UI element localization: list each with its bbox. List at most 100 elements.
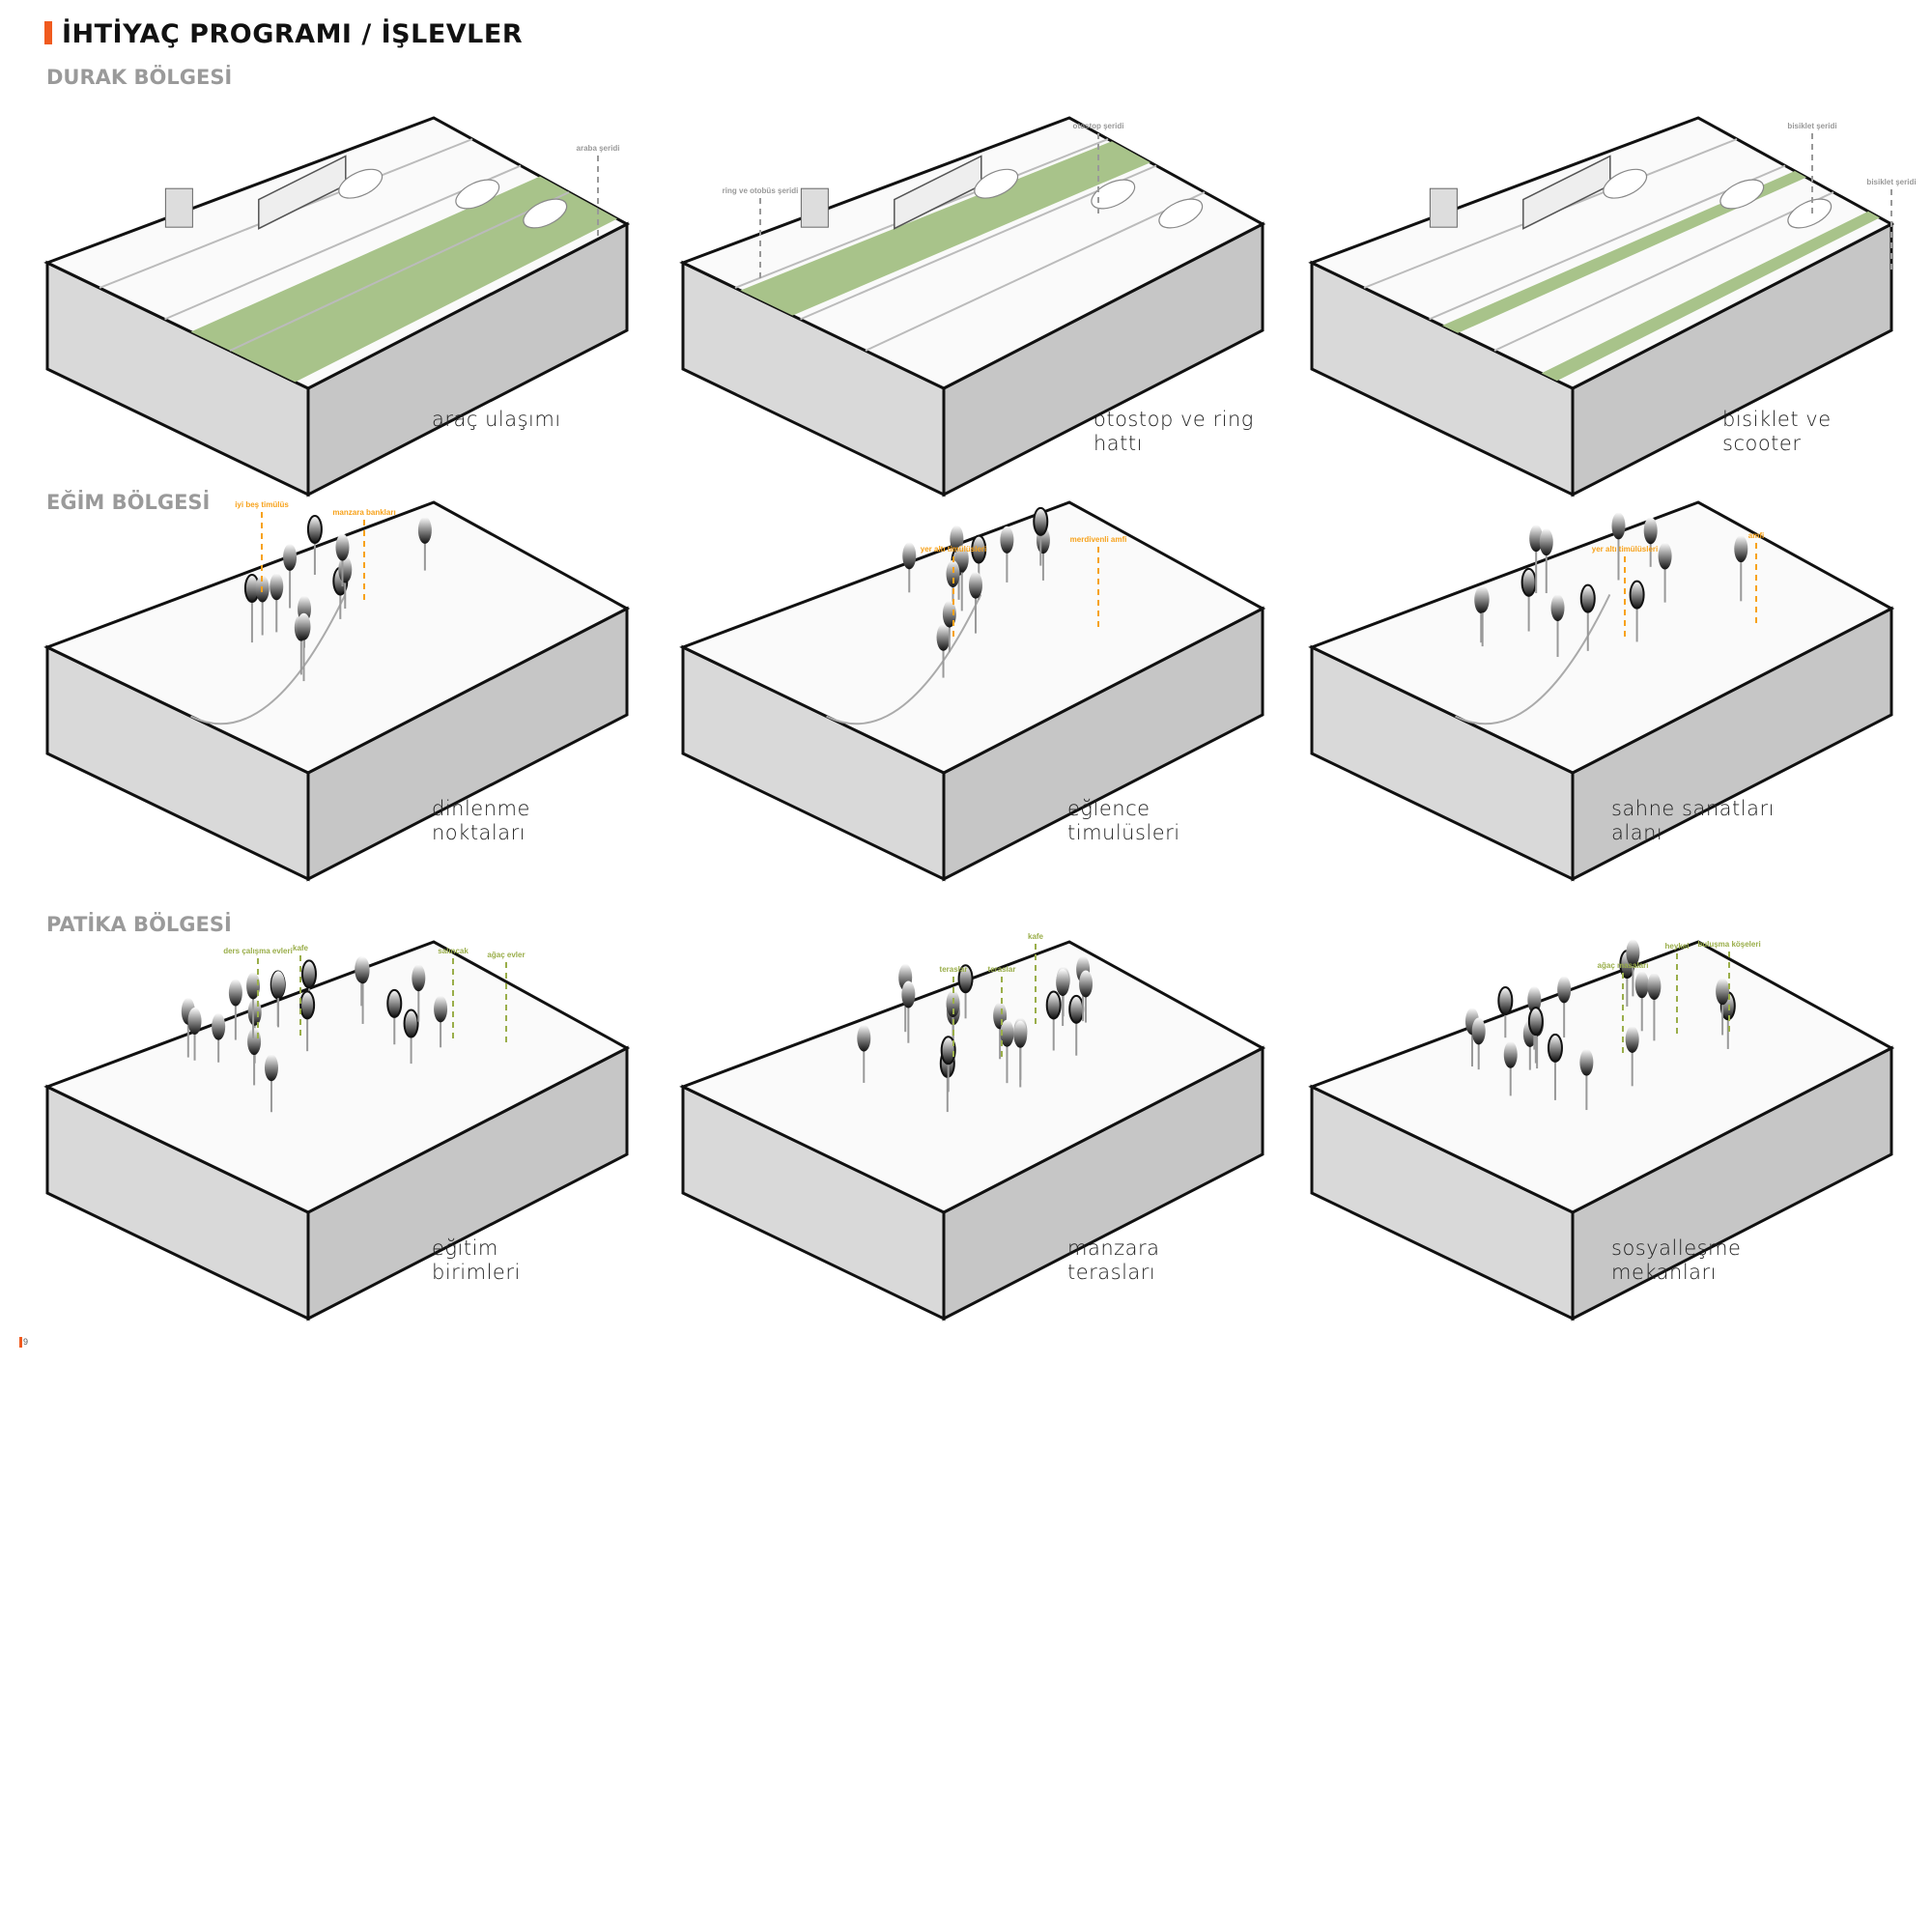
tree-icon xyxy=(300,959,317,989)
caption-line: mekanları xyxy=(1611,1261,1718,1284)
tree-icon xyxy=(946,560,960,588)
terrain-contour xyxy=(826,593,982,725)
annotation-label: heykel xyxy=(1664,942,1690,951)
tree-icon xyxy=(187,1008,202,1036)
block-top-face xyxy=(679,940,1266,1214)
car xyxy=(523,198,568,229)
tree-icon xyxy=(1068,994,1085,1024)
title-accent-bar xyxy=(44,21,52,44)
tree-icon xyxy=(271,971,286,999)
tree-icon xyxy=(1625,1025,1639,1053)
tree-icon xyxy=(403,1009,419,1038)
annotation-label: ring ve otobüs şeridi xyxy=(722,186,799,195)
annotation-label: amfi xyxy=(1747,531,1765,540)
tree-icon xyxy=(1045,990,1062,1020)
tree-icon xyxy=(412,964,426,992)
tree-icon xyxy=(1539,528,1553,556)
car-lane xyxy=(190,176,617,383)
section-label-durak: DURAK BÖLGESİ xyxy=(46,66,233,89)
annotation-label: merdivenli amfi xyxy=(1069,535,1127,544)
caption-line: manzara xyxy=(1067,1236,1160,1260)
annotation-label: ağaç evler xyxy=(487,951,526,959)
tree-icon xyxy=(1550,594,1565,622)
section-label-egim: EĞİM BÖLGESİ xyxy=(46,491,211,514)
annotation-label: yer altı timülüsleri xyxy=(920,545,987,554)
road-line xyxy=(229,191,570,352)
diagram-panel-durak-2: ring ve otobüs şeridi otostop şeridi otost… xyxy=(679,116,1266,504)
tree-icon xyxy=(1658,542,1672,570)
tree-icon xyxy=(1629,580,1645,610)
annotation-label: kafe xyxy=(1027,932,1044,941)
tree-icon xyxy=(434,995,448,1023)
annotation-label: ağaç masaları xyxy=(1597,961,1649,970)
car xyxy=(338,168,384,199)
tree-icon xyxy=(355,956,370,984)
isometric-block xyxy=(679,940,1266,1321)
tree-icon xyxy=(950,525,964,553)
isometric-block xyxy=(1308,116,1895,497)
tree-icon xyxy=(306,515,323,545)
tree-icon xyxy=(1529,525,1544,553)
car xyxy=(1091,179,1136,210)
caption-line: timulüsleri xyxy=(1067,821,1180,844)
car xyxy=(1158,198,1204,229)
tree-icon xyxy=(1497,985,1514,1015)
isometric-block xyxy=(1308,500,1895,882)
block-top-face xyxy=(679,500,1266,775)
tree-icon xyxy=(1520,567,1537,597)
annotation-label: araba şeridi xyxy=(576,144,620,153)
tree-icon xyxy=(1475,585,1490,613)
annotation-label: teraslar xyxy=(987,965,1016,974)
panel-caption: bisiklet ve scooter xyxy=(1722,408,1891,456)
caption-line: otostop ve ring hattı xyxy=(1094,408,1254,455)
tree-icon xyxy=(857,1024,871,1052)
caption-line: birimleri xyxy=(432,1261,521,1284)
tree-icon xyxy=(940,1036,956,1065)
panel-caption: otostop ve ring hattı xyxy=(1094,408,1263,456)
caption-line: eğlence xyxy=(1067,797,1151,820)
caption-line: araç ulaşımı xyxy=(432,408,561,431)
isometric-block xyxy=(679,500,1266,882)
caption-line: dinlenme xyxy=(432,797,530,820)
caption-line: alanı xyxy=(1611,821,1663,844)
tree-icon xyxy=(1033,506,1049,536)
annotation-label: bisiklet şeridi xyxy=(1866,178,1917,186)
tree-icon xyxy=(968,571,982,599)
isometric-block xyxy=(43,116,631,497)
annotation-label: bisiklet şeridi xyxy=(1787,122,1837,130)
tree-icon xyxy=(1000,526,1014,554)
tree-icon xyxy=(936,623,951,651)
terrain-contour xyxy=(1455,593,1611,725)
bus-shelter xyxy=(800,187,829,228)
caption-line: bisiklet ve scooter xyxy=(1722,408,1832,455)
isometric-block xyxy=(43,500,631,882)
tree-icon xyxy=(1079,970,1094,998)
caption-line: sosyalleşme xyxy=(1611,1236,1742,1260)
section-label-patika: PATİKA BÖLGESİ xyxy=(46,913,232,936)
tree-icon xyxy=(1579,583,1596,613)
tree-icon xyxy=(264,1054,278,1082)
bus-shelter xyxy=(1429,187,1458,228)
car xyxy=(974,168,1019,199)
tree-icon xyxy=(270,573,284,601)
tree-icon xyxy=(1611,512,1626,540)
tree-icon xyxy=(1579,1048,1594,1076)
annotation-label: ders çalışma evleri xyxy=(223,947,293,955)
tree-icon xyxy=(1013,1020,1028,1048)
bike-lane xyxy=(1541,211,1880,382)
terrain-contour xyxy=(190,593,347,725)
tree-icon xyxy=(954,545,969,573)
caption-line: sahne sanatları xyxy=(1611,797,1775,820)
tree-icon xyxy=(212,1012,226,1040)
block-top-face xyxy=(43,940,631,1214)
tree-icon xyxy=(971,534,987,564)
tree-icon xyxy=(1626,939,1640,967)
annotation-label: otostop şeridi xyxy=(1072,122,1124,130)
